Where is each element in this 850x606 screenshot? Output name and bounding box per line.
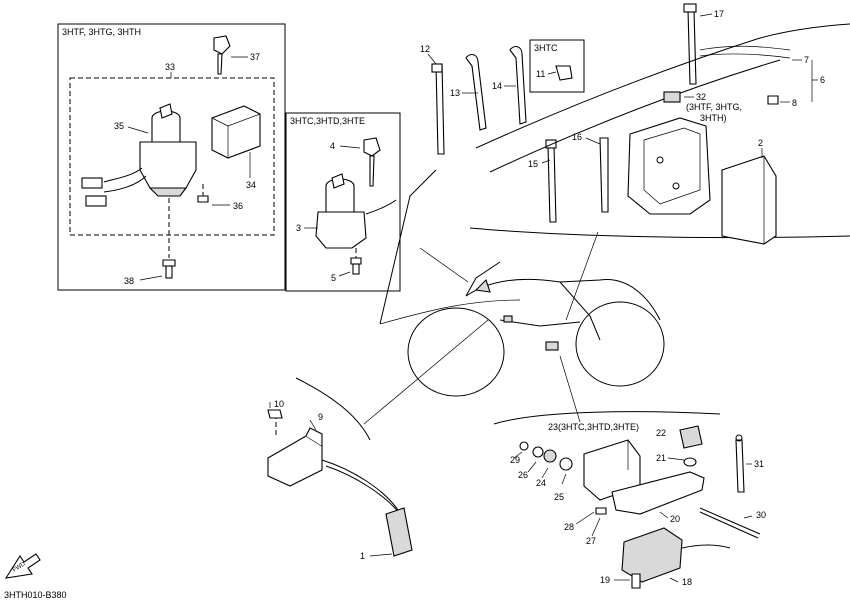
fwd-arrow: FWD	[4, 553, 41, 579]
clamp-14: 14	[492, 45, 527, 125]
box-3htc: 3HTC 11	[529, 39, 585, 93]
callout-1: 1	[360, 551, 365, 561]
box-title-small: 3HTC	[534, 43, 558, 53]
callout-18: 18	[682, 577, 692, 587]
callout-10: 10	[274, 399, 284, 409]
callout-12: 12	[420, 44, 430, 54]
callout-25: 25	[554, 492, 564, 502]
main-switch-3: 3	[296, 173, 397, 249]
bracket-assembly	[627, 117, 711, 215]
callout-34: 34	[246, 180, 256, 190]
callout-38: 38	[124, 276, 134, 286]
callout-17: 17	[714, 9, 724, 19]
callout-19: 19	[600, 575, 610, 585]
bottom-right-group: 23(3HTC,3HTD,3HTE) 29 26 24 25 28 27 22 …	[493, 411, 766, 589]
callout-20: 20	[670, 514, 680, 524]
callout-26: 26	[518, 470, 528, 480]
callout-14: 14	[492, 81, 502, 91]
box-title-middle: 3HTC,3HTD,3HTE	[290, 116, 365, 126]
key-4: 4	[330, 137, 381, 187]
callout-24: 24	[536, 478, 546, 488]
bolt-38: 38	[124, 198, 176, 286]
callout-3: 3	[296, 223, 301, 233]
variant-note-32: (3HTF, 3HTG,	[686, 102, 742, 112]
callout-2: 2	[758, 138, 763, 148]
callout-31: 31	[754, 459, 764, 469]
clamp-13: 13	[450, 53, 487, 131]
callout-22: 22	[656, 428, 666, 438]
box-3htf-3htg-3hth: 3HTF, 3HTG, 3HTH 33 37 35	[57, 23, 286, 291]
callout-36: 36	[233, 201, 243, 211]
callout-33: 33	[165, 62, 175, 72]
callout-28: 28	[564, 522, 574, 532]
callout-8: 8	[792, 98, 797, 108]
callout-9: 9	[318, 412, 323, 422]
box-3htc-3htd-3hte: 3HTC,3HTD,3HTE 4 3 5	[285, 112, 401, 292]
callout-27: 27	[586, 536, 596, 546]
callout-21: 21	[656, 453, 666, 463]
callout-15: 15	[528, 159, 538, 169]
box-title-top-left: 3HTF, 3HTG, 3HTH	[62, 27, 141, 37]
band-12: 12	[420, 44, 445, 155]
frame-harness-top-right: 7 6 8	[469, 23, 850, 239]
key-37: 37	[213, 35, 260, 75]
bolt-5: 5	[331, 248, 362, 283]
clamp-16: 16	[572, 132, 609, 213]
callout-11: 11	[536, 69, 545, 79]
variant-note-32b: 3HTH)	[700, 113, 727, 123]
callout-4: 4	[330, 141, 335, 151]
callout-29: 29	[510, 455, 520, 465]
callout-37: 37	[250, 52, 260, 62]
bolt-36: 36	[197, 184, 243, 211]
callout-30: 30	[756, 510, 766, 520]
callout-32: 32	[696, 92, 706, 102]
callout-16: 16	[572, 132, 582, 142]
fuse-32: 32 (3HTF, 3HTG, 3HTH)	[663, 91, 742, 123]
motorcycle-outline	[363, 169, 665, 425]
assembly-33-frame	[69, 77, 275, 236]
callout-35: 35	[114, 121, 124, 131]
main-switch-35: 35	[81, 103, 197, 207]
cdi-unit-2: 2	[721, 138, 777, 245]
callout-13: 13	[450, 88, 460, 98]
callout-5: 5	[331, 273, 336, 283]
unit-34: 34	[211, 105, 261, 190]
drawing-code: 3HTH010-B380	[4, 590, 67, 600]
band-17: 17	[683, 3, 724, 85]
variant-note-23: 23(3HTC,3HTD,3HTE)	[548, 422, 639, 432]
ignition-coil-assembly: 9 10 1	[267, 377, 413, 561]
callout-7: 7	[804, 55, 809, 65]
callout-6: 6	[820, 75, 825, 85]
